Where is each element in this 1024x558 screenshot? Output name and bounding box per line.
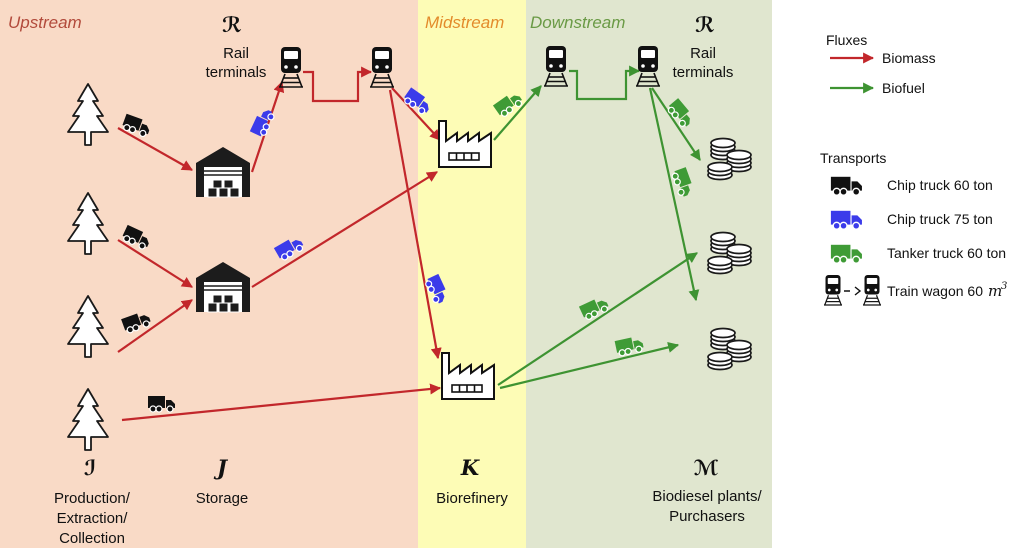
legend-tanker-truck-60-icon	[830, 244, 863, 264]
legend-chip-truck-75-label: Chip truck 75 ton	[887, 211, 993, 227]
legend-fluxes-title: Fluxes	[826, 32, 867, 48]
legend-biomass-label: Biomass	[882, 50, 936, 66]
biofuel-flux-arrow	[497, 252, 698, 386]
legend-chip-truck-60-icon	[830, 176, 863, 196]
rail-terminals-downstream-label: terminals	[673, 64, 734, 81]
biomass-flux-arrow	[117, 127, 193, 171]
biofuel-flux-arrow	[651, 87, 701, 161]
biorefinery-symbol: K	[460, 455, 480, 480]
biomass-flux-arrow	[303, 66, 373, 103]
biofuel-fluxes	[493, 65, 701, 390]
purchasers-label: Biodiesel plants/	[652, 488, 762, 505]
downstream-region	[526, 0, 772, 548]
biofuel-flux-arrow	[499, 341, 680, 390]
biomass-flux-arrow	[117, 239, 193, 288]
rail-terminals-upstream-label: Rail	[223, 45, 249, 62]
biomass-flux-arrow	[121, 383, 442, 422]
biofuel-flux-arrow	[569, 65, 641, 101]
legend-biofuel-label: Biofuel	[882, 80, 925, 96]
upstream-title: Upstream	[8, 13, 82, 32]
legend-train-wagon-unit: m	[988, 282, 1002, 300]
legend-train-wagon-unit-exponent: 3	[1001, 281, 1007, 292]
rail-terminals-upstream-symbol: ℛ	[222, 12, 242, 37]
midstream-title: Midstream	[425, 13, 504, 32]
production-label: Production/	[54, 490, 131, 507]
legend-chip-truck-75-icon	[830, 210, 863, 230]
purchasers-label: Purchasers	[669, 508, 745, 525]
midstream-region	[418, 0, 526, 548]
biomass-flux-arrow	[117, 299, 193, 353]
purchasers-symbol: ℳ	[694, 455, 719, 480]
storage-symbol: J	[213, 455, 229, 480]
production-label: Collection	[59, 530, 125, 547]
storage-label: Storage	[196, 490, 249, 507]
biofuel-flux-arrow	[648, 87, 700, 302]
legend: Fluxes Biomass Biofuel Transports Chip t…	[820, 32, 1007, 306]
legend-chip-truck-60-label: Chip truck 60 ton	[887, 177, 993, 193]
legend-train-icon	[823, 274, 843, 306]
biomass-flux-arrow	[251, 171, 438, 288]
biorefinery-label: Biorefinery	[436, 490, 508, 507]
legend-train-icon	[862, 274, 882, 306]
rail-terminals-downstream-label: Rail	[690, 45, 716, 62]
legend-train-wagon-label: Train wagon 60	[887, 283, 983, 299]
biofuel-flux-arrow	[493, 85, 542, 141]
legend-tanker-truck-60-label: Tanker truck 60 ton	[887, 245, 1006, 261]
biomass-flux-arrow	[388, 89, 442, 360]
production-label: Extraction/	[57, 510, 129, 527]
legend-transports-title: Transports	[820, 150, 886, 166]
downstream-title: Downstream	[530, 13, 625, 32]
biomass-flux-arrow	[391, 87, 441, 141]
legend-train-arrow-icon	[844, 286, 862, 296]
production-symbol: ℐ	[84, 455, 97, 480]
rail-terminals-downstream-symbol: ℛ	[695, 12, 715, 37]
rail-terminals-upstream-label: terminals	[206, 64, 267, 81]
